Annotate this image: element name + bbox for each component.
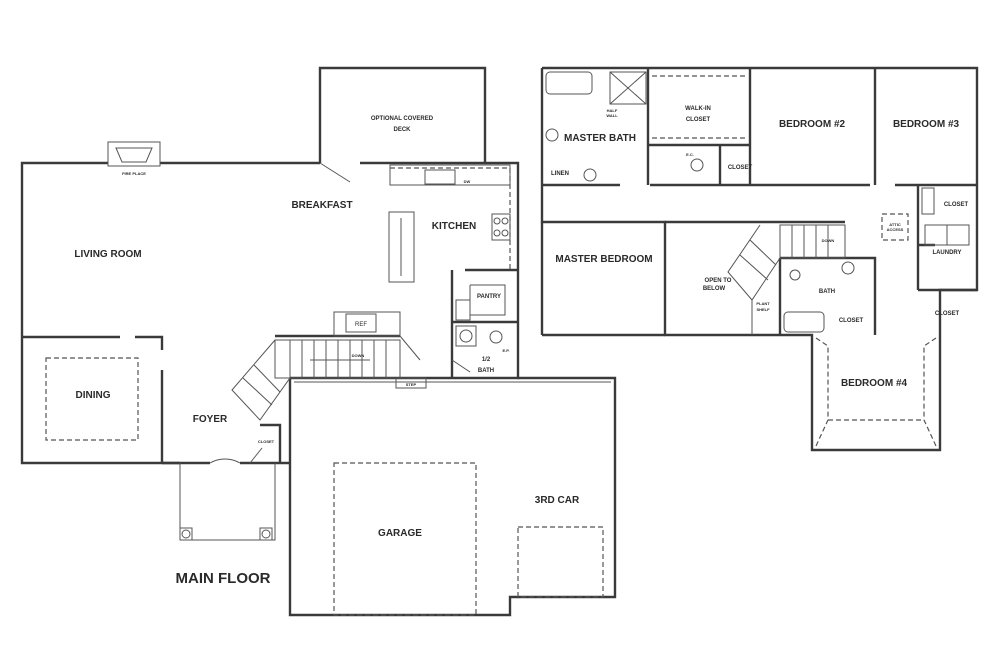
ep-label: E.P. xyxy=(502,348,509,353)
pantry-label: PANTRY xyxy=(477,294,501,300)
upper-floor-walls xyxy=(540,66,979,452)
main-floor-title: MAIN FLOOR xyxy=(176,570,271,587)
master-bath-label: MASTER BATH xyxy=(564,133,636,144)
living-room-label: LIVING ROOM xyxy=(74,249,141,260)
closet-d-label: CLOSET xyxy=(935,311,960,317)
porch xyxy=(179,463,276,541)
breakfast-label: BREAKFAST xyxy=(291,200,352,211)
closet-c-label: CLOSET xyxy=(839,318,864,324)
third-car-label: 3RD CAR xyxy=(535,495,580,506)
linen-label: LINEN xyxy=(551,171,569,177)
attic-access-label: ATTIC xyxy=(889,222,901,227)
step xyxy=(395,377,427,389)
foyer-label: FOYER xyxy=(193,414,228,425)
walk-in-label-2: CLOSET xyxy=(686,117,711,123)
main-floor-walls xyxy=(20,66,617,617)
step-label: STEP xyxy=(406,382,417,387)
garage-label: GARAGE xyxy=(378,528,422,539)
bedroom-4-label: BEDROOM #4 xyxy=(841,378,908,389)
deck-label: OPTIONAL COVERED xyxy=(371,116,434,122)
upper-stairs xyxy=(727,224,846,335)
closet-label: CLOSET xyxy=(258,439,275,444)
dining-label: DINING xyxy=(76,390,111,401)
dw-label: DW xyxy=(464,179,471,184)
master-bedroom-label: MASTER BEDROOM xyxy=(555,254,652,265)
bedroom-2-label: BEDROOM #2 xyxy=(779,119,846,130)
doors xyxy=(209,162,471,464)
closet-b-label: CLOSET xyxy=(944,202,969,208)
ec-label: E.C. xyxy=(686,152,694,157)
open-below-label-2: BELOW xyxy=(703,286,726,292)
third-car-outline xyxy=(517,526,604,598)
open-below-label: OPEN TO xyxy=(705,278,732,284)
laundry-label: LAUNDRY xyxy=(932,250,961,256)
upper-down-label: DOWN xyxy=(822,238,835,243)
half-wall-label-2: WALL xyxy=(606,113,618,118)
kitchen-fixtures xyxy=(333,164,511,347)
fireplace-label: FIRE PLACE xyxy=(122,171,146,176)
dining-ceiling xyxy=(45,357,139,441)
walk-in-label: WALK-IN xyxy=(685,106,711,112)
upper-fixtures xyxy=(545,71,970,447)
ref-label: REF xyxy=(355,322,367,328)
plant-shelf-label-2: SHELF xyxy=(756,307,770,312)
fireplace xyxy=(107,141,161,167)
kitchen-label: KITCHEN xyxy=(432,221,476,232)
plant-shelf-label: PLANT xyxy=(756,301,770,306)
bedroom-3-label: BEDROOM #3 xyxy=(893,119,960,130)
down-label: DOWN xyxy=(352,353,365,358)
closet-a-label: CLOSET xyxy=(728,165,753,171)
main-stairs xyxy=(231,339,401,421)
attic-access-label-2: ACCESS xyxy=(887,227,904,232)
half-wall-label: HALF xyxy=(607,108,618,113)
deck-label-2: DECK xyxy=(393,127,411,133)
bath-label: BATH xyxy=(819,289,835,295)
half-bath-label-2: BATH xyxy=(478,368,494,374)
garage-door-outline xyxy=(333,462,477,616)
half-bath-label: 1/2 xyxy=(482,357,491,363)
